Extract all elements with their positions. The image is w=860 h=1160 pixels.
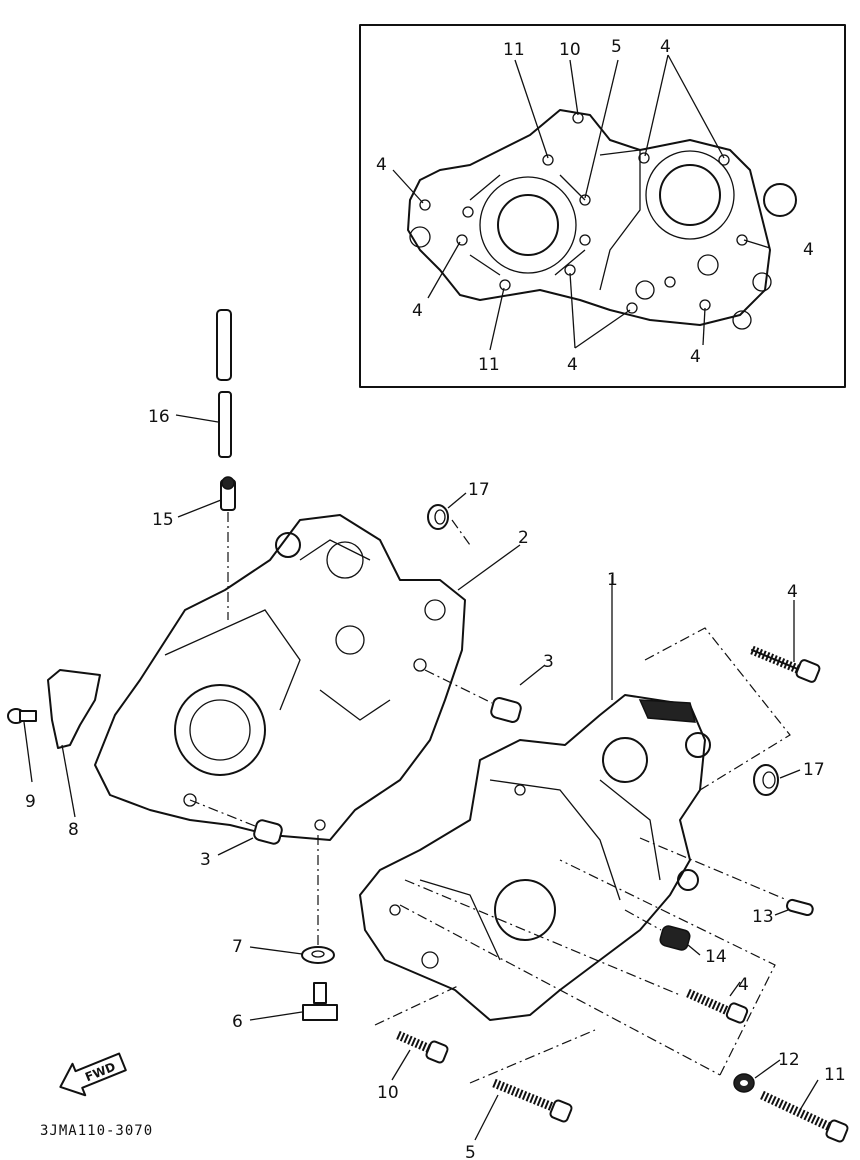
inset-label-4-right: 4 (803, 240, 814, 260)
right-crankcase-outline (359, 694, 706, 1021)
label-1: 1 (607, 570, 618, 590)
left-crankcase-hole-4 (314, 819, 326, 831)
label-15: 15 (152, 510, 174, 530)
left-crankcase-hole-3 (424, 599, 446, 621)
inset-label-4-left: 4 (376, 155, 387, 175)
left-crankcase-outline (94, 514, 466, 841)
inset-right-bearing-outer (645, 150, 735, 240)
label-10: 10 (377, 1083, 399, 1103)
label-8: 8 (68, 820, 79, 840)
label-2: 2 (518, 528, 529, 548)
inset-leaders (392, 54, 771, 351)
inset-label-11-bottom: 11 (478, 355, 500, 375)
inset-label-4-lowleft: 4 (412, 301, 423, 321)
inset-view: 11 10 5 4 4 4 4 11 4 4 (359, 24, 846, 388)
label-4-mid: 4 (738, 975, 749, 995)
inset-bolt-holes (409, 112, 772, 330)
part-6-drain-bolt (302, 982, 338, 1021)
inset-left-bearing-outer (479, 176, 577, 274)
right-crankcase-boss-2 (677, 869, 699, 891)
part-3-dowel-right (490, 697, 522, 723)
fwd-arrow: FWD (59, 1052, 127, 1097)
part-13-axis (639, 837, 788, 901)
part-16-pipe (216, 309, 232, 458)
right-crankcase-bearing (494, 879, 556, 941)
part-17-seal-right (753, 764, 779, 796)
left-crankcase-main-bearing (174, 684, 266, 776)
inset-small-bore (763, 183, 797, 217)
label-3-left: 3 (200, 850, 211, 870)
part-17-top-axis (451, 519, 471, 546)
part-10-bolt (396, 1030, 449, 1064)
part-12-washer (733, 1073, 755, 1093)
left-crankcase-bore-small (335, 625, 365, 655)
part-11-bolt (760, 1090, 849, 1143)
left-crankcase-boss (275, 532, 301, 558)
label-9: 9 (25, 792, 36, 812)
drawing-code: 3JMA110-3070 (40, 1123, 153, 1139)
label-16: 16 (148, 407, 170, 427)
label-11: 11 (824, 1065, 846, 1085)
part-13-pin (786, 898, 814, 917)
inset-label-11-top: 11 (503, 40, 525, 60)
part-4-bolt-top (750, 645, 821, 683)
right-crankcase (359, 694, 711, 1021)
label-14: 14 (705, 947, 727, 967)
right-crankcase-top-face (638, 699, 696, 723)
label-3-right: 3 (543, 652, 554, 672)
inset-label-10: 10 (559, 40, 581, 60)
inset-right-bearing-inner (659, 164, 721, 226)
part-3-dowel-left (253, 819, 283, 845)
leader-lines (23, 414, 819, 1141)
part-3-right-axis (424, 669, 493, 704)
label-7: 7 (232, 937, 243, 957)
right-crankcase-rib (419, 779, 661, 961)
inset-left-bearing-inner (497, 194, 559, 256)
part-4-bolt-mid (686, 988, 749, 1024)
right-crankcase-boss (685, 732, 711, 758)
inset-label-4-bottomright: 4 (690, 347, 701, 367)
label-13: 13 (752, 907, 774, 927)
label-4-top: 4 (787, 582, 798, 602)
part-14-dowel (659, 925, 691, 951)
left-crankcase-bore-top (326, 541, 364, 579)
inset-label-4-topright: 4 (660, 37, 671, 57)
label-17-right: 17 (803, 760, 825, 780)
right-crankcase-hole-2 (389, 904, 401, 916)
inset-left-web (469, 174, 586, 276)
inset-label-5: 5 (611, 37, 622, 57)
left-crankcase-hole-1 (183, 793, 197, 807)
part-8-guide (47, 669, 101, 749)
label-5: 5 (465, 1143, 476, 1160)
part-5-bolt (492, 1078, 573, 1123)
part-14-axis (624, 909, 662, 931)
assembly-lines (374, 627, 791, 1084)
label-12: 12 (778, 1050, 800, 1070)
label-17-top: 17 (468, 480, 490, 500)
inset-frame (359, 24, 846, 388)
left-crankcase (94, 514, 466, 841)
inset-label-4-bottom: 4 (567, 355, 578, 375)
part-7-washer (301, 946, 335, 964)
right-crankcase-bore (602, 737, 648, 783)
part-17-seal-top (427, 504, 449, 530)
right-crankcase-hole-3 (514, 784, 526, 796)
left-crankcase-rib (164, 539, 391, 721)
left-crankcase-hole-2 (413, 658, 427, 672)
label-6: 6 (232, 1012, 243, 1032)
part-9-screw (7, 708, 37, 724)
part-3-left-axis (189, 799, 256, 827)
right-crankcase-hole-1 (421, 951, 439, 969)
left-crankcase-main-bearing-inner (189, 699, 251, 761)
inset-center-rib (599, 149, 641, 291)
part-15-nipple (220, 476, 236, 511)
